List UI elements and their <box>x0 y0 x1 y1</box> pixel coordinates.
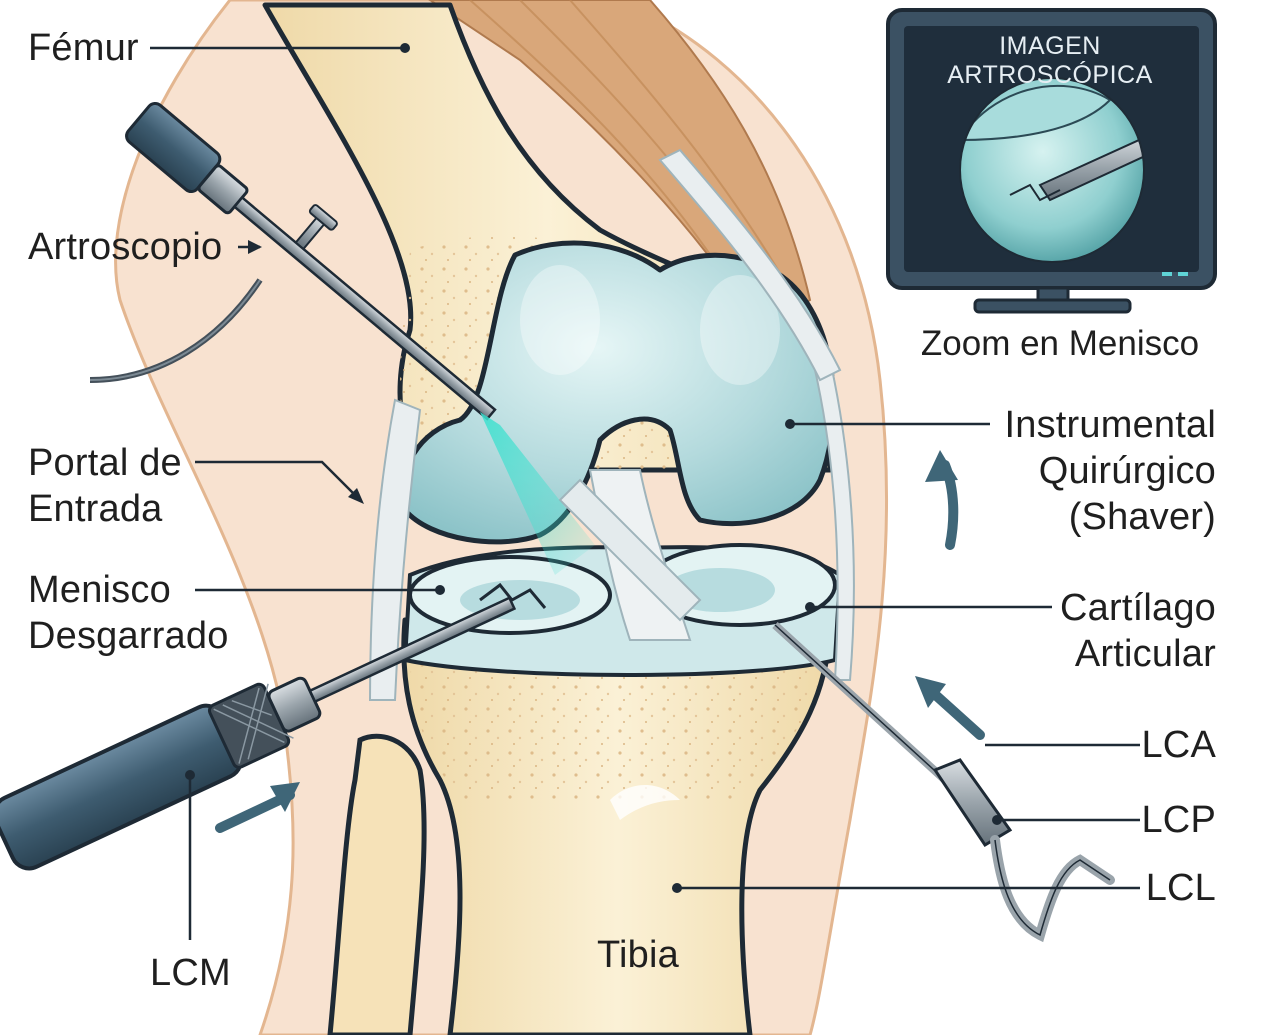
label-tibia: Tibia <box>597 934 679 976</box>
fibula-bone <box>327 733 427 1035</box>
label-portal: Portal de Entrada <box>28 442 182 530</box>
probe-fork-outline <box>994 839 1111 937</box>
meniscus-tear <box>479 582 547 609</box>
arrow-left-head-icon <box>270 782 300 812</box>
monitor <box>886 8 1217 314</box>
cartilage-highlight-right <box>700 275 780 385</box>
label-lcl: LCL <box>1145 867 1216 909</box>
monitor-title: IMAGEN ARTROSCÓPICA <box>947 32 1153 89</box>
monitor-base <box>973 298 1132 314</box>
leader-portal <box>195 460 361 501</box>
scope-view-rim <box>959 77 1145 263</box>
arthroscope-light-beam <box>480 412 595 575</box>
monitor-led-2 <box>1178 272 1188 276</box>
tibia-texture <box>410 660 825 800</box>
dot-lcl <box>672 883 682 893</box>
label-instrumental: Instrumental Quirúrgico (Shaver) <box>1004 404 1216 538</box>
shaver-shaft <box>308 596 517 704</box>
arthroscope-valve-handle <box>308 204 338 231</box>
probe-handle <box>932 758 1013 848</box>
leader-lines <box>150 46 1140 940</box>
dot-cartilago <box>805 602 815 612</box>
patellar-tendon <box>658 148 842 382</box>
arrow-diag-icon <box>925 685 985 740</box>
pcl-ligament <box>558 478 702 622</box>
label-cartilago: Cartílago Articular <box>1060 587 1216 675</box>
dot-femur <box>400 43 410 53</box>
shaver-grip-knurl <box>213 683 294 764</box>
arrow-up-head-icon <box>925 450 958 482</box>
leader-dots <box>185 43 1002 893</box>
label-artroscopio: Artroscopio <box>28 226 223 268</box>
arthroscope-cable-inner <box>89 279 261 381</box>
arthroscope-body <box>125 101 497 421</box>
label-menisco-desgarrado: Menisco Desgarrado <box>28 569 229 657</box>
dot-menisco <box>435 585 445 595</box>
arrow-left-icon <box>215 790 295 833</box>
dot-instrumental <box>785 419 795 429</box>
scope-tear <box>1009 183 1061 202</box>
monitor-led-1 <box>1162 272 1172 276</box>
dot-lcm <box>185 770 195 780</box>
label-lcp: LCP <box>1141 799 1216 841</box>
label-lca: LCA <box>1141 724 1216 766</box>
shaver-handle <box>0 703 244 871</box>
monitor-caption: Zoom en Menisco <box>920 324 1200 363</box>
scope-shaver-tip <box>1038 133 1144 202</box>
shaver-instrument <box>0 596 517 871</box>
label-femur: Fémur <box>28 27 139 69</box>
arrowhead-artroscopio-icon <box>248 240 262 254</box>
label-lcm: LCM <box>150 952 231 994</box>
dot-lcp <box>992 815 1002 825</box>
scope-condyle <box>960 85 1112 142</box>
probe-shaft-outline <box>774 624 946 781</box>
cartilage-highlight-left <box>520 265 600 375</box>
arrowhead-portal-icon <box>348 488 364 504</box>
arthroscope-shaft <box>232 195 497 421</box>
probe-instrument <box>772 622 1115 943</box>
mcl-ligament <box>368 398 422 701</box>
tibia-highlight <box>610 785 680 820</box>
arthroscope-instrument <box>89 101 595 575</box>
arrow-diag-head-icon <box>915 676 946 708</box>
